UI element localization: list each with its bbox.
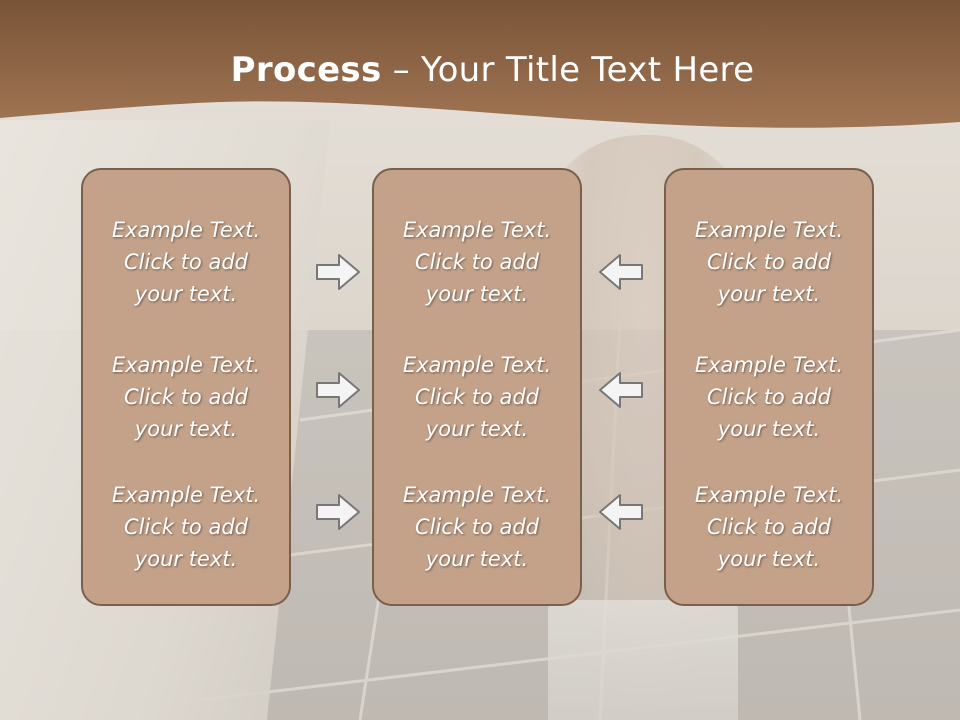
text-line: Example Text.: [694, 483, 844, 507]
title-bold: Process: [230, 50, 382, 90]
text-line: Example Text.: [402, 353, 552, 377]
panel-right-text-2[interactable]: Example Text. Click to add your text.: [666, 349, 872, 445]
text-line: Click to add: [706, 250, 831, 274]
text-line: Click to add: [123, 385, 248, 409]
panel-right-text-3[interactable]: Example Text. Click to add your text.: [666, 479, 872, 575]
panel-center-text-3[interactable]: Example Text. Click to add your text.: [374, 479, 580, 575]
title-rest: – Your Title Text Here: [381, 50, 755, 90]
panel-left-text-2[interactable]: Example Text. Click to add your text.: [83, 349, 289, 445]
text-line: your text.: [134, 547, 238, 571]
panel-right-text-1[interactable]: Example Text. Click to add your text.: [666, 214, 872, 310]
panel-center-text-2[interactable]: Example Text. Click to add your text.: [374, 349, 580, 445]
text-line: your text.: [134, 282, 238, 306]
text-line: your text.: [717, 282, 821, 306]
text-line: your text.: [134, 417, 238, 441]
text-line: Example Text.: [111, 353, 261, 377]
panel-left[interactable]: Example Text. Click to add your text. Ex…: [81, 168, 291, 606]
text-line: Example Text.: [694, 353, 844, 377]
panel-left-text-1[interactable]: Example Text. Click to add your text.: [83, 214, 289, 310]
text-line: your text.: [717, 547, 821, 571]
text-line: Click to add: [123, 515, 248, 539]
text-line: Click to add: [414, 515, 539, 539]
text-line: Example Text.: [111, 218, 261, 242]
text-line: Click to add: [706, 385, 831, 409]
text-line: your text.: [425, 282, 529, 306]
text-line: Example Text.: [402, 483, 552, 507]
panel-center-text-1[interactable]: Example Text. Click to add your text.: [374, 214, 580, 310]
text-line: Click to add: [123, 250, 248, 274]
arrow-left-icon: [599, 494, 643, 530]
text-line: your text.: [425, 547, 529, 571]
text-line: Example Text.: [694, 218, 844, 242]
text-line: Click to add: [414, 385, 539, 409]
arrow-right-icon: [316, 494, 360, 530]
text-line: Example Text.: [111, 483, 261, 507]
text-line: your text.: [425, 417, 529, 441]
arrow-left-icon: [599, 254, 643, 290]
panel-left-text-3[interactable]: Example Text. Click to add your text.: [83, 479, 289, 575]
arrow-right-icon: [316, 254, 360, 290]
panel-right[interactable]: Example Text. Click to add your text. Ex…: [664, 168, 874, 606]
background-diaper: [548, 600, 738, 720]
arrow-left-icon: [599, 372, 643, 408]
text-line: Click to add: [706, 515, 831, 539]
text-line: Example Text.: [402, 218, 552, 242]
text-line: Click to add: [414, 250, 539, 274]
header-band: [0, 0, 960, 128]
slide-title[interactable]: Process – Your Title Text Here: [0, 50, 960, 90]
panel-center[interactable]: Example Text. Click to add your text. Ex…: [372, 168, 582, 606]
text-line: your text.: [717, 417, 821, 441]
arrow-right-icon: [316, 372, 360, 408]
